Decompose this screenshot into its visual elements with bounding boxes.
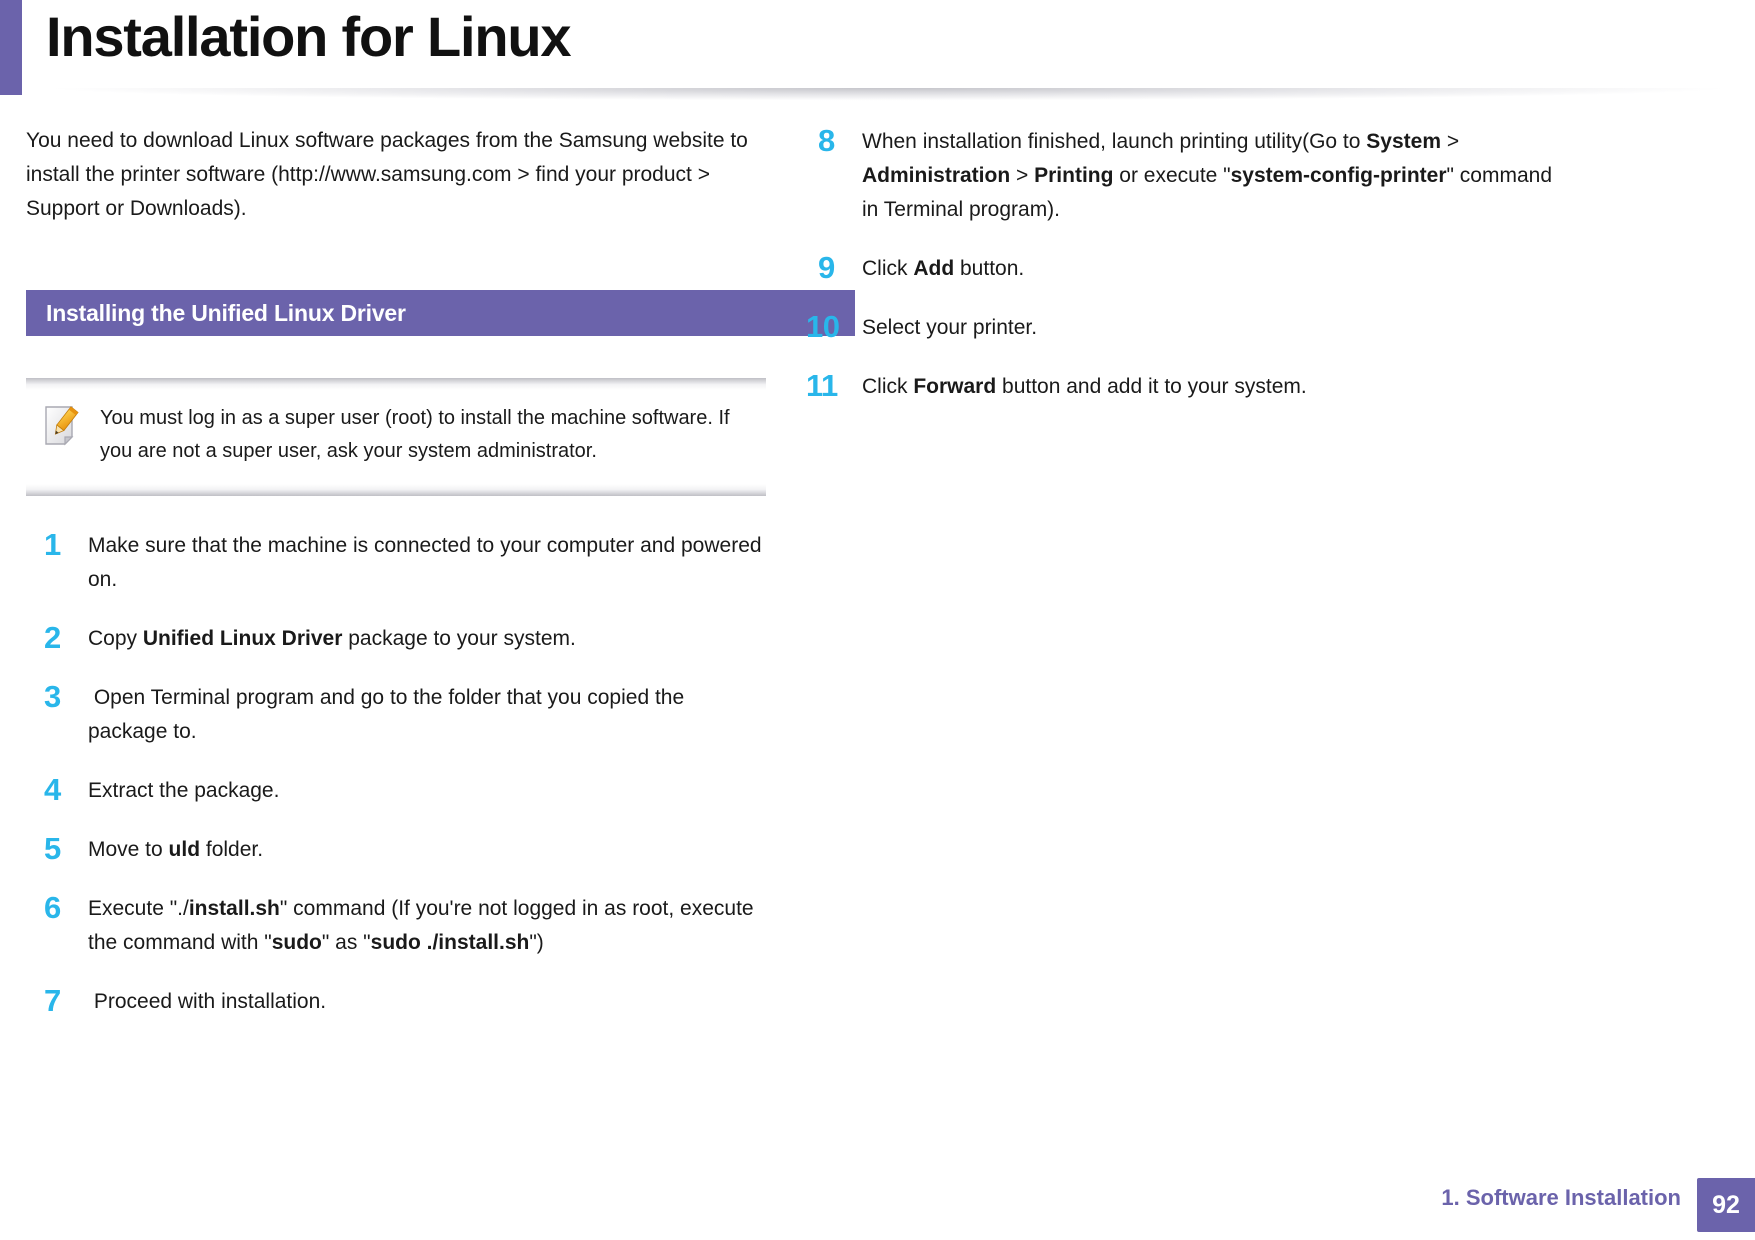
page-title: Installation for Linux bbox=[46, 5, 571, 68]
note-rule-bottom bbox=[26, 484, 766, 496]
step-text: Move to uld folder. bbox=[88, 838, 264, 861]
step-number: 3 bbox=[44, 679, 61, 714]
note-text: You must log in as a super user (root) t… bbox=[100, 407, 730, 462]
step-number: 5 bbox=[44, 831, 61, 866]
step-text: Make sure that the machine is connected … bbox=[88, 534, 762, 591]
step-text: Click Forward button and add it to your … bbox=[862, 375, 1307, 398]
step-item: 2 Copy Unified Linux Driver package to yo… bbox=[26, 621, 786, 656]
step-item: 9 Click Add button. bbox=[800, 251, 1600, 286]
step-text: Proceed with installation. bbox=[88, 990, 327, 1013]
intro-column: You need to download Linux software pack… bbox=[26, 124, 766, 226]
page-footer: 1. Software Installation 92 bbox=[0, 1170, 1755, 1240]
step-text: When installation finished, launch print… bbox=[862, 130, 1552, 221]
step-text: Extract the package. bbox=[88, 779, 280, 802]
step-number: 10 bbox=[806, 309, 840, 344]
step-number: 2 bbox=[44, 620, 61, 655]
step-text: Click Add button. bbox=[862, 257, 1025, 280]
step-item: 7 Proceed with installation. bbox=[26, 984, 786, 1019]
step-number: 1 bbox=[44, 527, 61, 562]
footer-inner: 1. Software Installation 92 bbox=[1441, 1178, 1755, 1232]
step-item: 5 Move to uld folder. bbox=[26, 832, 786, 867]
step-text: Select your printer. bbox=[862, 316, 1038, 339]
step-item: 4 Extract the package. bbox=[26, 773, 786, 808]
step-item: 3 Open Terminal program and go to the fo… bbox=[26, 680, 786, 749]
step-number: 11 bbox=[806, 368, 838, 403]
section-header-band: Installing the Unified Linux Driver bbox=[26, 290, 855, 336]
note-pencil-icon bbox=[42, 404, 82, 453]
step-item: 10 Select your printer. bbox=[800, 310, 1600, 345]
step-number: 8 bbox=[818, 123, 835, 158]
section-header-title: Installing the Unified Linux Driver bbox=[46, 299, 406, 326]
step-text: Copy Unified Linux Driver package to you… bbox=[88, 627, 576, 650]
step-item: 1 Make sure that the machine is connected… bbox=[26, 528, 786, 597]
step-item: 6 Execute "./install.sh" command (If you'… bbox=[26, 891, 786, 960]
step-item: 8 When installation finished, launch prin… bbox=[800, 124, 1600, 227]
step-number: 9 bbox=[818, 250, 835, 285]
step-text: Open Terminal program and go to the fold… bbox=[88, 686, 685, 743]
note-body: You must log in as a super user (root) t… bbox=[26, 390, 766, 484]
step-number: 6 bbox=[44, 890, 61, 925]
note-rule-top bbox=[26, 378, 766, 390]
step-number: 4 bbox=[44, 772, 61, 807]
steps-list-right: 8 When installation finished, launch prin… bbox=[800, 124, 1600, 428]
step-number: 7 bbox=[44, 983, 61, 1018]
step-item: 11 Click Forward button and add it to you… bbox=[800, 369, 1600, 404]
note-box: You must log in as a super user (root) t… bbox=[26, 378, 766, 496]
header-accent-bar bbox=[0, 0, 22, 95]
steps-list-left: 1 Make sure that the machine is connected… bbox=[26, 528, 786, 1043]
header-divider bbox=[22, 88, 1755, 104]
step-text: Execute "./install.sh" command (If you'r… bbox=[88, 897, 754, 954]
intro-paragraph: You need to download Linux software pack… bbox=[26, 129, 748, 220]
footer-page-number: 92 bbox=[1697, 1178, 1755, 1232]
page-header: Installation for Linux bbox=[0, 0, 1755, 118]
footer-section-label: 1. Software Installation bbox=[1441, 1185, 1681, 1210]
